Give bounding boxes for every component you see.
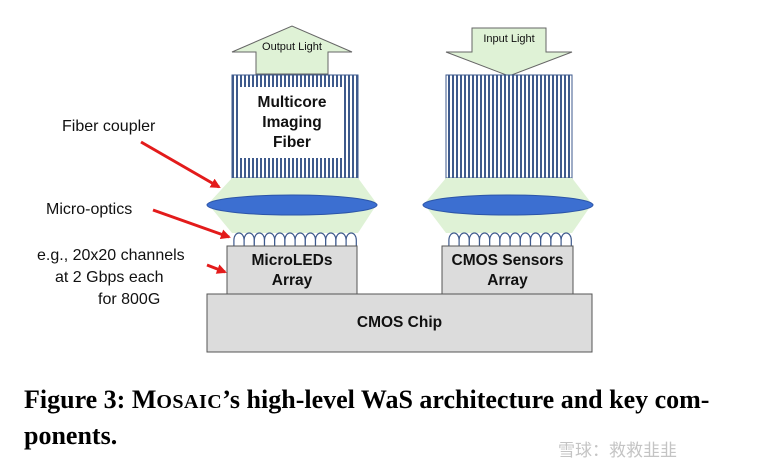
micro-lens-bump	[519, 232, 532, 246]
left-multicore-fiber	[231, 74, 359, 179]
channels-annotation-line2: at 2 Gbps each	[55, 269, 164, 286]
right-micro-optics	[448, 232, 572, 246]
micro-lens-bump	[253, 232, 266, 246]
micro-lens-bump	[274, 232, 286, 246]
micro-lens-bump	[263, 232, 276, 246]
architecture-diagram	[140, 25, 594, 353]
micro-lens-bump	[345, 232, 357, 246]
caption-line2: ponents.	[24, 421, 118, 450]
micro-lens-bump	[284, 232, 296, 246]
figure-caption: Figure 3: MOSAIC’s high-level WaS archit…	[24, 383, 754, 452]
micro-lens-bump	[304, 232, 317, 246]
micro-lens-bump	[335, 232, 347, 246]
input-light-label: Input Light	[483, 33, 535, 45]
micro-lens-bump	[560, 232, 572, 246]
output-light-arrow	[231, 25, 353, 75]
multicore-fiber-label: Multicore Imaging Fiber	[257, 94, 327, 151]
caption-smallcaps: OSAIC	[156, 391, 223, 413]
micro-optics-annotation: Micro-optics	[46, 201, 133, 218]
channels-pointer	[206, 263, 227, 274]
micro-lens-bump	[458, 232, 470, 246]
fiber-coupler-annotation: Fiber coupler	[62, 118, 156, 135]
fiber-label-box	[240, 87, 344, 158]
channels-annotation-line3: for 800G	[98, 291, 161, 308]
cmos-chip-box	[206, 293, 593, 353]
micro-lens-bump	[243, 232, 255, 246]
micro-lens-bump	[468, 232, 481, 246]
left-micro-lens	[206, 194, 378, 216]
right-multicore-fiber	[445, 74, 573, 179]
watermark-text: 雪球：救救韭韭	[558, 441, 677, 461]
micro-lens-bump	[550, 232, 562, 246]
left-micro-optics	[233, 232, 357, 246]
micro-lens-bump	[233, 232, 245, 246]
caption-prefix: Figure 3: M	[24, 385, 157, 414]
micro-lens-bump	[478, 232, 491, 246]
micro-lens-bump	[294, 232, 306, 246]
right-fiber-coupler	[422, 178, 594, 233]
micro-optics-pointer	[152, 208, 231, 240]
micro-lens-bump	[448, 232, 460, 246]
input-light-arrow	[445, 27, 573, 77]
right-micro-lens	[422, 194, 594, 216]
cmos-sensors-array-box	[441, 245, 574, 295]
micro-lens-bump	[314, 232, 327, 246]
left-fiber-coupler	[206, 178, 378, 233]
channels-annotation-line1: e.g., 20x20 channels	[37, 247, 185, 264]
fiber-coupler-pointer	[140, 140, 221, 189]
micro-lens-bump	[509, 232, 521, 246]
micro-lens-bump	[540, 232, 552, 246]
microleds-array-label: MicroLEDs Array	[251, 252, 333, 289]
micro-lens-bump	[489, 232, 501, 246]
micro-lens-bump	[325, 232, 337, 246]
microleds-array-box	[226, 245, 358, 295]
cmos-chip-label: CMOS Chip	[356, 314, 443, 331]
caption-rest: ’s high-level WaS architecture and key c…	[222, 385, 710, 414]
output-light-label: Output Light	[262, 41, 322, 53]
cmos-sensors-array-label: CMOS Sensors Array	[451, 252, 564, 289]
micro-lens-bump	[529, 232, 542, 246]
micro-lens-bump	[499, 232, 511, 246]
